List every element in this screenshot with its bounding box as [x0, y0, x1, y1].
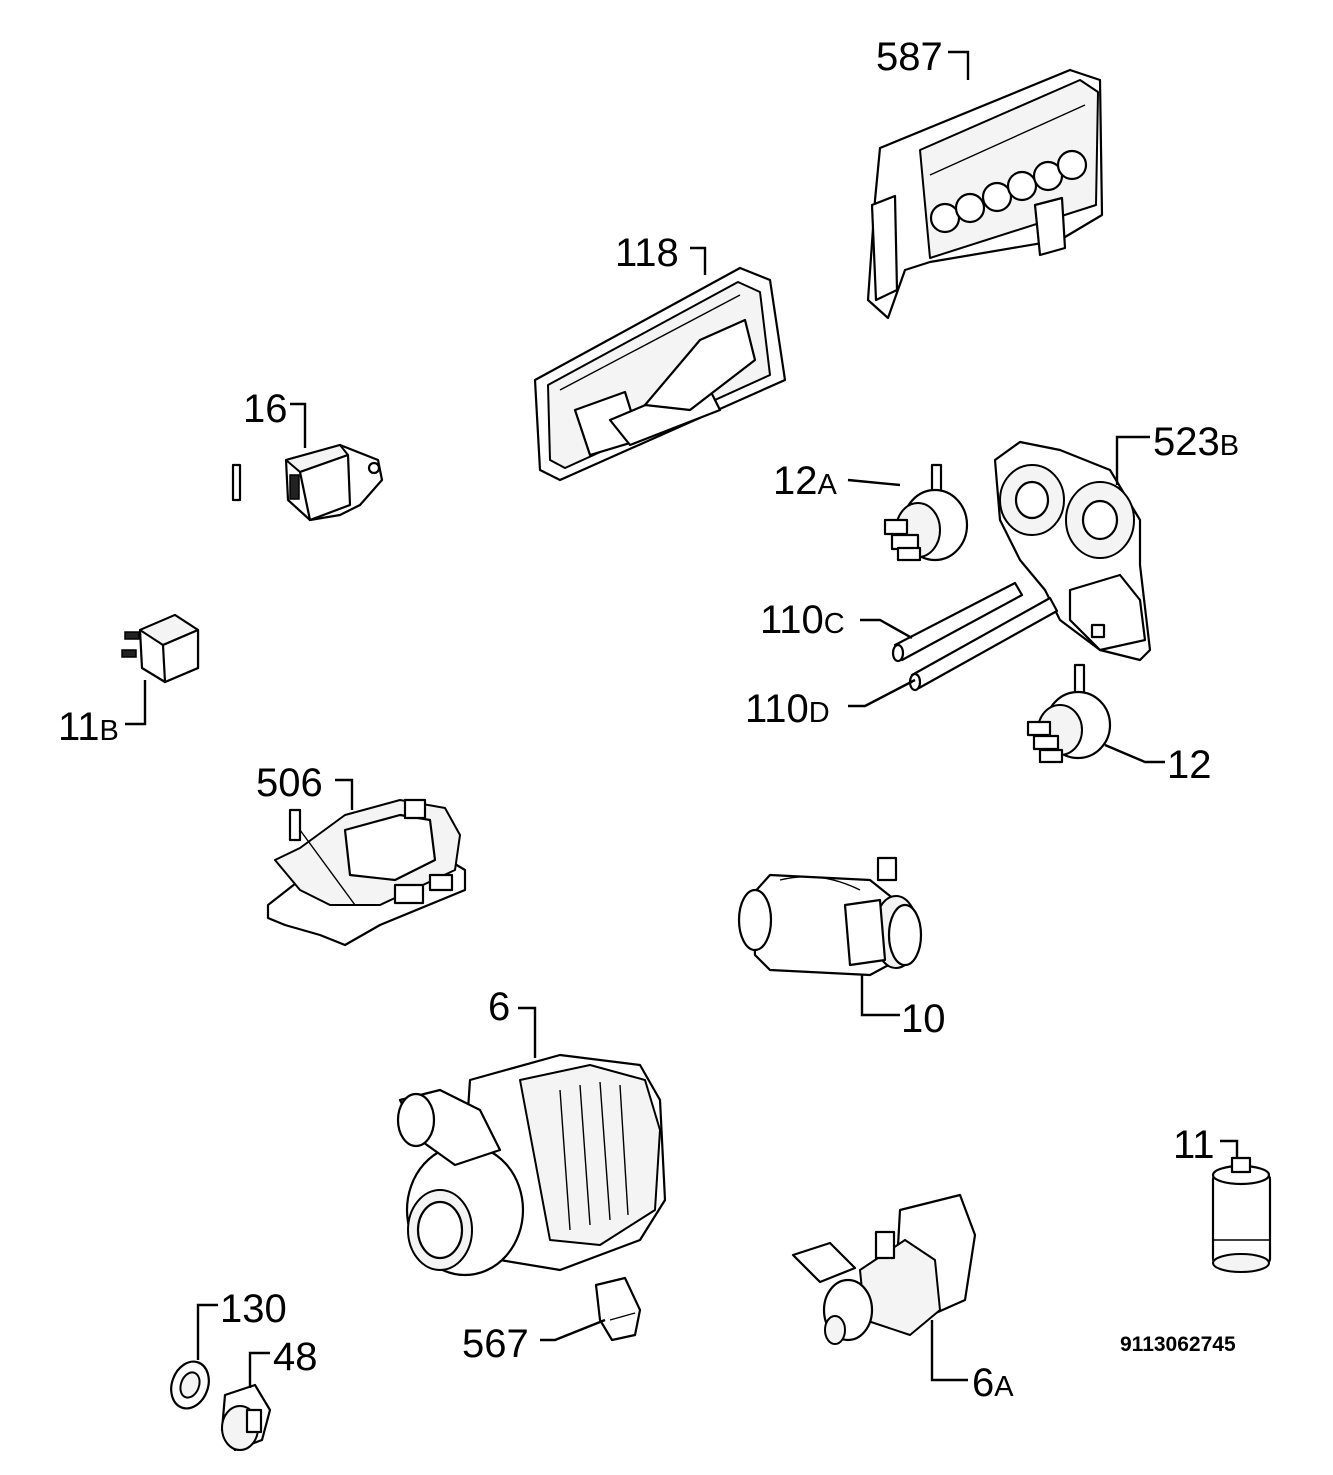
- leader-11B: [125, 680, 147, 726]
- part-587-electronic-module: [866, 68, 1104, 320]
- callout-labels: 587 118 16 523B 12A 110C 110D 11B 12 506…: [58, 35, 1239, 1405]
- label-6: 6: [488, 985, 510, 1029]
- part-48-plug: [220, 1383, 272, 1452]
- label-6A: 6A: [972, 1361, 1014, 1405]
- label-12A: 12A: [773, 459, 838, 503]
- leader-110D: [848, 678, 916, 708]
- label-110D: 110D: [745, 687, 830, 731]
- label-10: 10: [901, 997, 946, 1041]
- leader-12: [1104, 743, 1165, 764]
- leader-48: [248, 1351, 270, 1388]
- leader-118: [690, 246, 707, 275]
- leader-506: [335, 778, 354, 810]
- leader-587: [948, 50, 970, 80]
- leader-6: [518, 1006, 537, 1058]
- part-12A-pressure-switch: [231, 463, 969, 562]
- document-code: 9113062745: [1120, 1333, 1236, 1356]
- label-567: 567: [462, 1322, 529, 1366]
- part-6A-drain-pump: [791, 1193, 977, 1345]
- label-506: 506: [256, 761, 323, 805]
- part-506-door-lock: [266, 798, 467, 947]
- label-130: 130: [220, 1287, 287, 1331]
- part-11B-relay: [121, 613, 200, 684]
- leader-11: [1220, 1139, 1239, 1158]
- part-16-switch: [284, 443, 384, 522]
- label-523B: 523B: [1153, 420, 1239, 464]
- part-567-clip: [594, 1276, 642, 1342]
- leader-12A: [847, 478, 901, 487]
- label-16: 16: [243, 387, 288, 431]
- part-118-control-panel: [533, 266, 787, 482]
- leader-10: [860, 975, 900, 1017]
- leader-567: [540, 1318, 606, 1342]
- part-110C-hose: [891, 581, 1024, 663]
- label-587: 587: [876, 35, 943, 79]
- label-110C: 110C: [760, 598, 845, 642]
- leader-110C: [860, 618, 913, 640]
- leader-lines: [125, 50, 1239, 1388]
- leader-6A: [930, 1320, 968, 1382]
- leader-523B: [1115, 435, 1150, 485]
- leader-130: [196, 1303, 218, 1360]
- part-110D-hose: [908, 596, 1059, 692]
- part-6-circulation-pump: [396, 1053, 667, 1277]
- part-523B-dispenser: [993, 440, 1152, 662]
- part-10-heater: [737, 856, 923, 977]
- label-118: 118: [615, 231, 679, 275]
- label-12: 12: [1167, 743, 1212, 787]
- part-12-pressure-switch: [1026, 663, 1112, 764]
- leader-16: [290, 402, 307, 448]
- label-11: 11: [1173, 1123, 1215, 1167]
- part-130-seal: [170, 1360, 210, 1410]
- part-11-capacitor: [1211, 1156, 1272, 1273]
- label-11B: 11B: [58, 705, 119, 749]
- label-48: 48: [273, 1335, 318, 1379]
